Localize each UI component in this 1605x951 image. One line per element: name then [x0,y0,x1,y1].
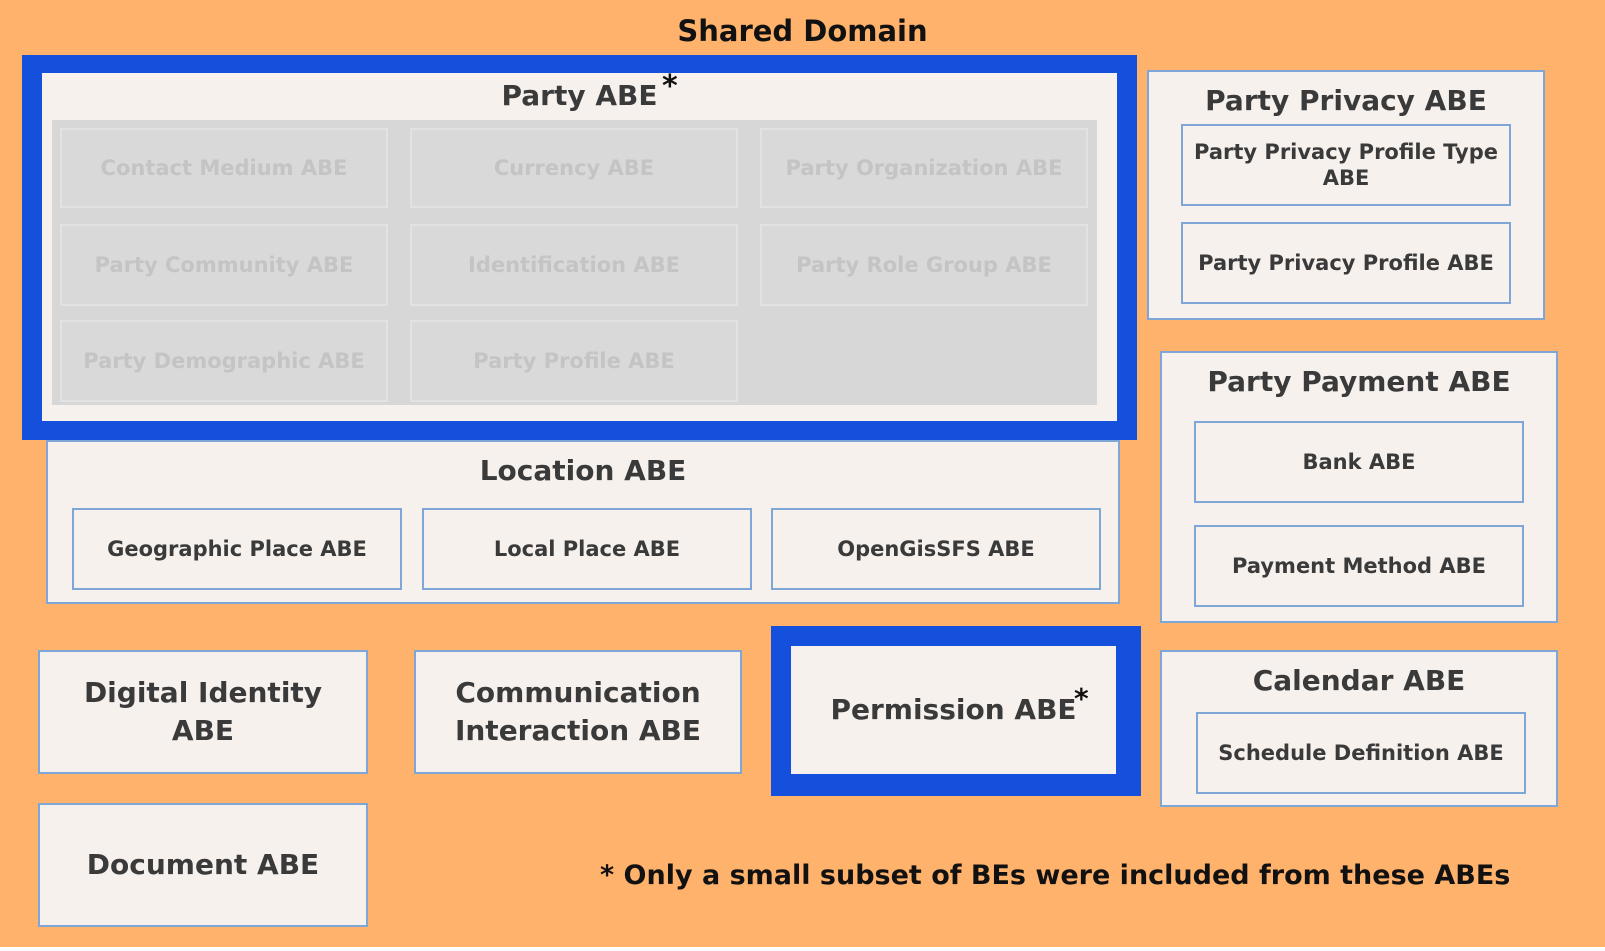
document-abe-box: Document ABE [38,803,368,927]
party-privacy-profile-type-abe: Party Privacy Profile Type ABE [1181,124,1511,206]
party-item-party-demographic: Party Demographic ABE [60,320,388,402]
geographic-place-abe: Geographic Place ABE [72,508,402,590]
party-abe-star: * [662,69,678,104]
local-place-abe: Local Place ABE [422,508,752,590]
domain-title: Shared Domain [677,14,928,48]
permission-abe-star: * [1074,682,1089,715]
party-item-party-community: Party Community ABE [60,224,388,306]
digital-identity-abe-box: Digital Identity ABE [38,650,368,774]
party-item-party-role-group: Party Role Group ABE [760,224,1088,306]
party-payment-abe-box: Party Payment ABE Bank ABE Payment Metho… [1160,351,1558,623]
party-abe-inner: Party ABE * Contact Medium ABE Currency … [42,69,1117,421]
document-abe-title: Document ABE [86,848,320,882]
bank-abe: Bank ABE [1194,421,1524,503]
party-abe-faded-overlay: Contact Medium ABE Currency ABE Party Or… [52,120,1097,405]
footnote: * Only a small subset of BEs were includ… [600,860,1511,891]
permission-abe-inner: Permission ABE [791,646,1116,774]
calendar-abe-title: Calendar ABE [1252,664,1466,697]
permission-abe-title: Permission ABE [830,693,1077,727]
party-abe-title: Party ABE [42,79,1117,112]
schedule-definition-abe: Schedule Definition ABE [1196,712,1526,794]
opengissfs-abe: OpenGisSFS ABE [771,508,1101,590]
party-item-contact-medium: Contact Medium ABE [60,128,388,208]
digital-identity-abe-title: Digital Identity ABE [83,676,323,747]
location-abe-title: Location ABE [479,454,687,487]
party-abe-title-text: Party ABE [501,79,658,112]
party-privacy-abe-box: Party Privacy ABE Party Privacy Profile … [1147,70,1545,320]
permission-abe-box: Permission ABE * [771,626,1141,796]
location-abe-box: Location ABE Geographic Place ABE Local … [46,440,1120,604]
calendar-abe-box: Calendar ABE Schedule Definition ABE [1160,650,1558,807]
party-payment-abe-title: Party Payment ABE [1207,365,1511,398]
communication-interaction-abe-title: Communication Interaction ABE [454,676,702,747]
party-privacy-profile-abe: Party Privacy Profile ABE [1181,222,1511,304]
party-item-party-organization: Party Organization ABE [760,128,1088,208]
communication-interaction-abe-box: Communication Interaction ABE [414,650,742,774]
payment-method-abe: Payment Method ABE [1194,525,1524,607]
party-item-identification: Identification ABE [410,224,738,306]
party-item-party-profile: Party Profile ABE [410,320,738,402]
party-abe-box: Party ABE * Contact Medium ABE Currency … [22,55,1137,440]
party-item-currency: Currency ABE [410,128,738,208]
party-privacy-abe-title: Party Privacy ABE [1205,84,1487,117]
